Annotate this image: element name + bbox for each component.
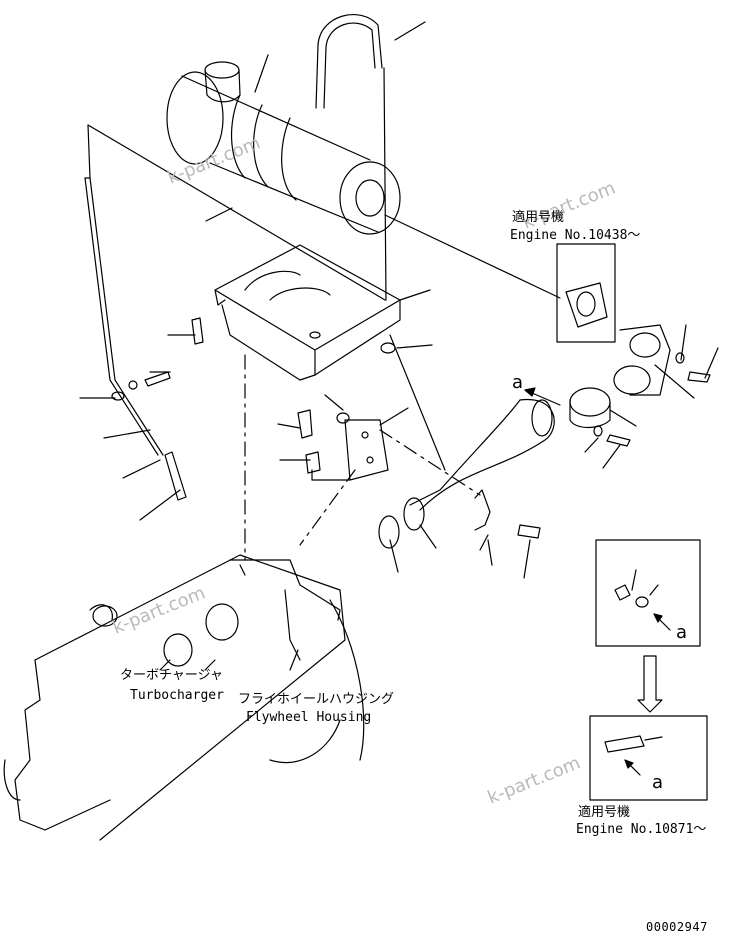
applicable-label-2: 適用号機 [578,805,631,820]
elbow-flange [569,324,671,429]
inset-gasket [556,243,616,343]
mounting-bracket [214,244,401,381]
ref-letter-inset1: a [676,622,688,643]
flywheel-en: Flywheel Housing [246,710,372,725]
heat-shield [344,419,389,481]
leader-lines [79,21,719,741]
ref-letter-main: a [512,372,524,393]
arrow-a [524,387,561,406]
inset-nut-detail [595,539,701,647]
engine-no-label-1: Engine No.10438～ [510,228,641,243]
ref-letter-inset2: a [652,772,664,793]
drawing-number: 00002947 [646,920,708,934]
engine-no-label-2: Engine No.10871～ [576,822,707,837]
muffler-drum [166,61,401,235]
turbocharger-en: Turbocharger [130,688,224,703]
flywheel-jp: フライホイールハウジング [238,692,395,707]
u-bolt [315,14,387,301]
inset-arrow [637,655,663,713]
exhaust-pipe [378,399,555,549]
dipstick-rod [84,177,187,501]
pipe-clamp [474,489,491,551]
turbocharger-jp: ターボチャージャ [120,668,223,683]
applicable-label-1: 適用号機 [512,210,565,225]
center-lines [239,354,481,576]
inset-plate-detail [589,715,708,801]
